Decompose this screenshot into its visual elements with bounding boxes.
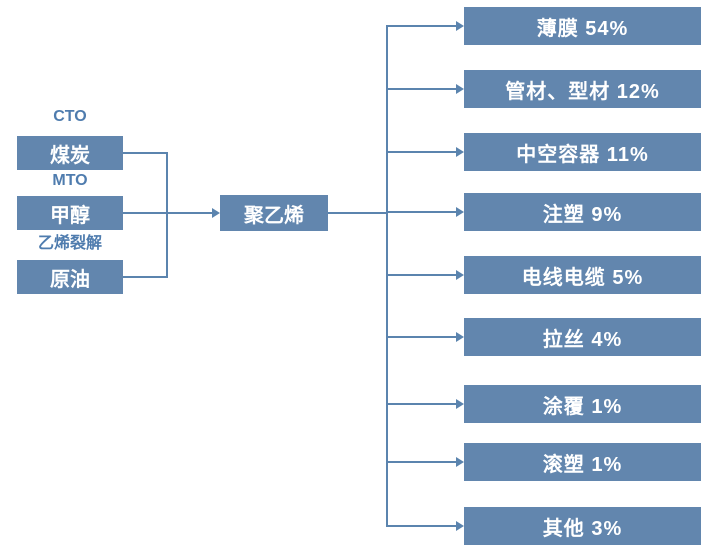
connector-methanol-to-polyethylene — [123, 212, 212, 214]
branch-line-drawing — [387, 336, 456, 338]
application-box-film: 薄膜 54% — [464, 7, 701, 45]
arrowhead-rotomolding — [456, 457, 464, 467]
connector-polyethylene-to-spine — [328, 212, 387, 214]
connector-coal-to-spine — [123, 152, 168, 154]
arrowhead-film — [456, 21, 464, 31]
application-box-rotomolding: 滚塑 1% — [464, 443, 701, 481]
connector-crudeoil-to-spine — [123, 276, 168, 278]
branch-line-wire-cable — [387, 274, 456, 276]
application-box-other: 其他 3% — [464, 507, 701, 545]
branch-line-coating — [387, 403, 456, 405]
application-box-injection-molding: 注塑 9% — [464, 193, 701, 231]
branch-line-injection-molding — [387, 211, 456, 213]
route-label-ethylene-cracking: 乙烯裂解 — [37, 235, 102, 252]
branch-line-pipe-profile — [387, 88, 456, 90]
arrowhead-wire-cable — [456, 270, 464, 280]
feedstock-box-methanol: 甲醇 — [17, 196, 123, 230]
application-box-coating: 涂覆 1% — [464, 385, 701, 423]
arrowhead-coating — [456, 399, 464, 409]
branch-line-other — [387, 525, 456, 527]
branch-line-rotomolding — [387, 461, 456, 463]
feedstock-box-coal: 煤炭 — [17, 136, 123, 170]
application-box-drawing: 拉丝 4% — [464, 318, 701, 356]
arrowhead-pipe-profile — [456, 84, 464, 94]
route-label-cto: CTO — [53, 108, 87, 125]
arrowhead-injection-molding — [456, 207, 464, 217]
arrowhead-into-polyethylene — [212, 208, 220, 218]
polyethylene-box: 聚乙烯 — [220, 195, 328, 231]
arrowhead-drawing — [456, 332, 464, 342]
application-box-wire-cable: 电线电缆 5% — [464, 256, 701, 294]
feedstock-box-crude-oil: 原油 — [17, 260, 123, 294]
arrowhead-hollow-container — [456, 147, 464, 157]
route-label-mto: MTO — [52, 172, 88, 189]
arrowhead-other — [456, 521, 464, 531]
connector-right-spine — [386, 25, 388, 527]
application-box-pipe-profile: 管材、型材 12% — [464, 70, 701, 108]
connector-left-spine — [166, 152, 168, 278]
branch-line-film — [387, 25, 456, 27]
application-box-hollow-container: 中空容器 11% — [464, 133, 701, 171]
branch-line-hollow-container — [387, 151, 456, 153]
